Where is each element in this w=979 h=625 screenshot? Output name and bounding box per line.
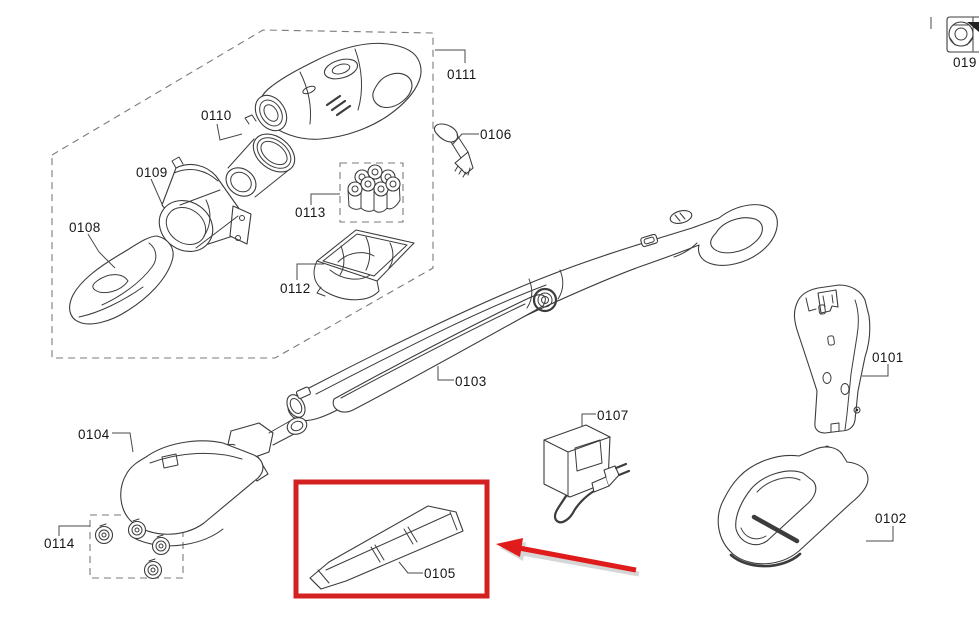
part-drawing-0101 <box>793 284 871 434</box>
part-drawing-0113 <box>347 164 401 213</box>
part-label-0108: 0108 <box>69 220 101 235</box>
caster-set-outline <box>89 514 184 579</box>
part-drawing-0112 <box>313 229 415 301</box>
part-drawing-0114 <box>94 518 171 580</box>
exploded-group-outline <box>51 29 434 359</box>
part-drawing-0108 <box>69 235 174 325</box>
part-drawing-0109 <box>158 156 252 253</box>
part-drawing-0106 <box>433 123 474 178</box>
part-label-0112: 0112 <box>280 281 311 296</box>
part-drawing-0110 <box>225 114 296 198</box>
part-label-0110: 0110 <box>201 108 232 123</box>
leader-lines <box>58 49 894 574</box>
part-drawing-0111 <box>254 42 422 140</box>
part-label-0101: 0101 <box>872 350 904 365</box>
highlight-arrow <box>496 538 637 573</box>
highlight-box <box>293 479 490 599</box>
part-drawing-0102 <box>717 445 869 568</box>
part-label-019-partial: 019 <box>953 55 977 70</box>
part-drawing-0103 <box>286 204 778 422</box>
part-drawing-0107 <box>543 424 631 524</box>
part-label-0103: 0103 <box>455 374 487 389</box>
part-label-0105: 0105 <box>424 566 456 581</box>
part-label-0113: 0113 <box>295 205 326 220</box>
part-label-0114: 0114 <box>44 536 75 551</box>
part-label-0107: 0107 <box>597 408 629 423</box>
part-label-0102: 0102 <box>875 511 907 526</box>
part-drawing-019-partial <box>930 16 979 53</box>
part-drawing-0104 <box>120 417 308 547</box>
part-drawing-0105 <box>309 505 464 590</box>
part-label-0111: 0111 <box>447 67 477 82</box>
part-label-0104: 0104 <box>78 427 110 442</box>
part-label-0106: 0106 <box>480 127 512 142</box>
part-label-0109: 0109 <box>136 165 168 180</box>
highlight-annotation <box>293 479 640 599</box>
